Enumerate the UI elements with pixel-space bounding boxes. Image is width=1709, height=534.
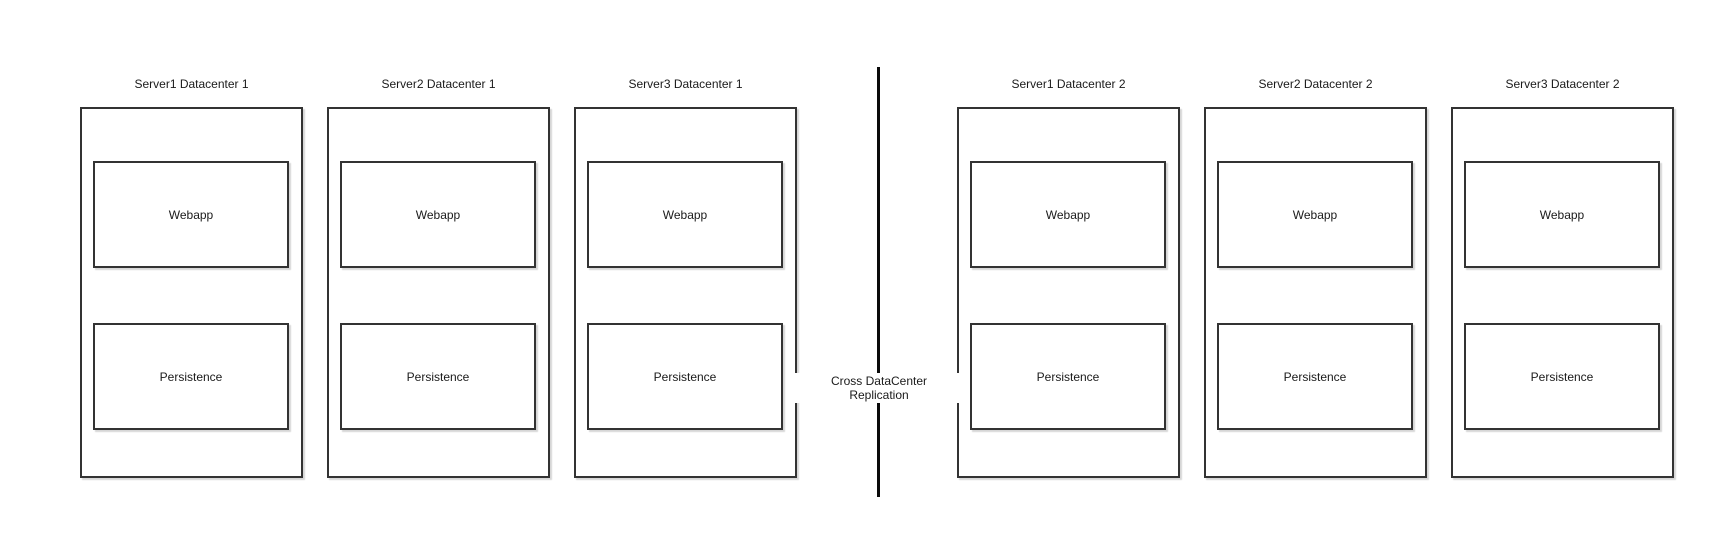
webapp-box: Webapp xyxy=(1464,161,1660,268)
persistence-label: Persistence xyxy=(653,369,717,384)
webapp-box: Webapp xyxy=(970,161,1166,268)
webapp-label: Webapp xyxy=(1539,207,1585,222)
persistence-box: Persistence xyxy=(340,323,536,430)
server-title: Server2 Datacenter 1 xyxy=(381,77,496,91)
webapp-box: Webapp xyxy=(587,161,783,268)
server-box: Webapp Persistence xyxy=(80,107,303,478)
server2-datacenter1-group: Server2 Datacenter 1 Webapp Persistence xyxy=(327,76,550,478)
server1-datacenter2-group: Server1 Datacenter 2 Webapp Persistence xyxy=(957,76,1180,478)
server-box: Webapp Persistence xyxy=(957,107,1180,478)
server-box: Webapp Persistence xyxy=(1204,107,1427,478)
webapp-box: Webapp xyxy=(340,161,536,268)
persistence-label: Persistence xyxy=(159,369,223,384)
server-box: Webapp Persistence xyxy=(1451,107,1674,478)
webapp-label: Webapp xyxy=(662,207,708,222)
replication-label-line2: Replication xyxy=(849,388,909,402)
persistence-box: Persistence xyxy=(93,323,289,430)
server-title: Server3 Datacenter 1 xyxy=(628,77,743,91)
server-title: Server3 Datacenter 2 xyxy=(1505,77,1620,91)
persistence-label: Persistence xyxy=(1530,369,1594,384)
persistence-label: Persistence xyxy=(1036,369,1100,384)
persistence-box: Persistence xyxy=(1217,323,1413,430)
server-box: Webapp Persistence xyxy=(327,107,550,478)
replication-label: Cross DataCenter Replication xyxy=(795,373,963,403)
server1-datacenter1-group: Server1 Datacenter 1 Webapp Persistence xyxy=(80,76,303,478)
persistence-box: Persistence xyxy=(587,323,783,430)
replication-label-line1: Cross DataCenter xyxy=(830,374,928,388)
webapp-label: Webapp xyxy=(1045,207,1091,222)
persistence-label: Persistence xyxy=(406,369,470,384)
server-box: Webapp Persistence xyxy=(574,107,797,478)
persistence-box: Persistence xyxy=(1464,323,1660,430)
server-title: Server2 Datacenter 2 xyxy=(1258,77,1373,91)
webapp-label: Webapp xyxy=(168,207,214,222)
webapp-box: Webapp xyxy=(93,161,289,268)
server-title: Server1 Datacenter 2 xyxy=(1011,77,1126,91)
server3-datacenter2-group: Server3 Datacenter 2 Webapp Persistence xyxy=(1451,76,1674,478)
webapp-box: Webapp xyxy=(1217,161,1413,268)
webapp-label: Webapp xyxy=(415,207,461,222)
server-title: Server1 Datacenter 1 xyxy=(134,77,249,91)
persistence-box: Persistence xyxy=(970,323,1166,430)
server2-datacenter2-group: Server2 Datacenter 2 Webapp Persistence xyxy=(1204,76,1427,478)
datacenter-divider-line xyxy=(877,67,880,497)
webapp-label: Webapp xyxy=(1292,207,1338,222)
persistence-label: Persistence xyxy=(1283,369,1347,384)
server3-datacenter1-group: Server3 Datacenter 1 Webapp Persistence xyxy=(574,76,797,478)
